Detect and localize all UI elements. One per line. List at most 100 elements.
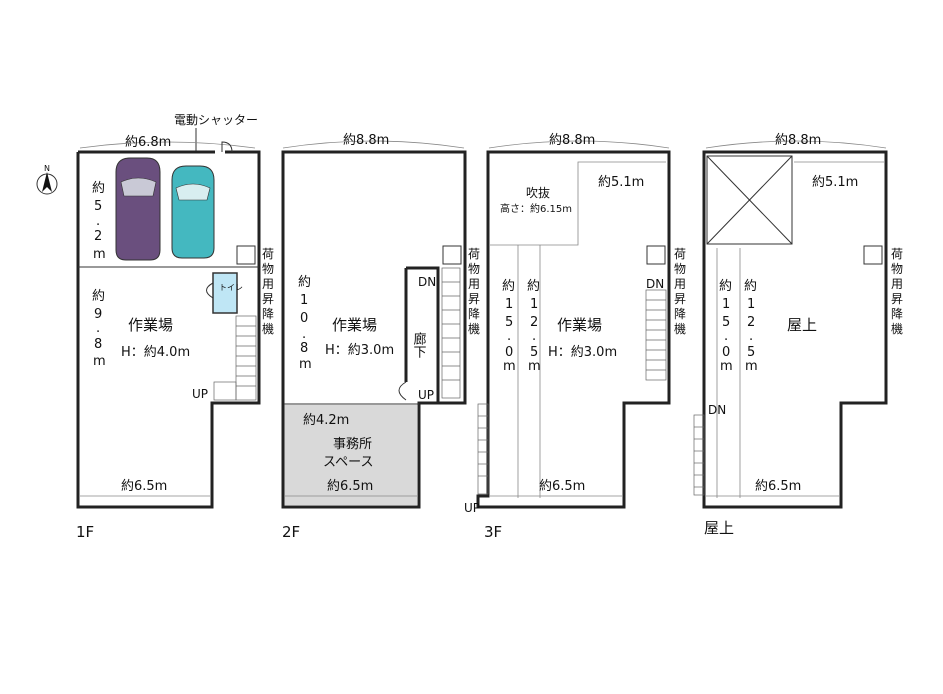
lift-box-1f — [236, 245, 256, 265]
stairs-3f-left — [477, 403, 489, 495]
svg-text:1: 1 — [300, 293, 308, 308]
svg-text:0: 0 — [505, 345, 513, 360]
svg-text:荷: 荷 — [891, 247, 903, 261]
svg-text:機: 機 — [674, 321, 686, 336]
svg-text:.: . — [724, 329, 728, 344]
floor-2f: 約8.8m 廊下 荷 物 用 昇 降 機 — [281, 133, 480, 541]
svg-text:降: 降 — [468, 307, 480, 321]
office-label-2: スペース — [323, 455, 373, 470]
svg-text:1: 1 — [530, 297, 538, 312]
bottom-width-roof: 約6.5m — [755, 479, 801, 494]
walls-2f — [281, 150, 467, 509]
north-compass-icon: N — [36, 164, 58, 195]
office-label-1: 事務所 — [333, 437, 372, 452]
svg-text:2: 2 — [530, 315, 538, 330]
depth-a-3f: 約 1 5 . 0 m — [502, 279, 516, 374]
svg-text:8: 8 — [94, 337, 102, 352]
up-label-2f: UP — [418, 388, 434, 402]
svg-text:用: 用 — [674, 277, 686, 291]
floor-roof: 約8.8m 約5.1m 荷 物 用 昇 降 機 約 1 5 . 0 m 約 — [693, 133, 903, 537]
svg-text:降: 降 — [674, 307, 686, 321]
depth-b-3f: 約 1 2 . 5 m — [527, 279, 541, 374]
car-purple-icon — [115, 157, 161, 261]
svg-text:1: 1 — [505, 297, 513, 312]
void-outline — [490, 161, 666, 246]
svg-text:m: m — [299, 357, 312, 372]
top-width-1f: 約6.8m — [125, 135, 171, 150]
svg-text:約: 約 — [298, 275, 311, 290]
toilet-label: トイレ — [219, 283, 243, 292]
top-width-3f: 約8.8m — [549, 133, 595, 148]
void-label-2: 高さ：約6.15m — [500, 202, 572, 215]
svg-text:機: 機 — [262, 321, 274, 336]
room-name-roof: 屋上 — [787, 316, 817, 334]
svg-text:約: 約 — [92, 181, 105, 196]
svg-text:m: m — [745, 359, 758, 374]
svg-text:.: . — [96, 214, 100, 229]
svg-text:1: 1 — [722, 297, 730, 312]
bottom-width-1f: 約6.5m — [121, 479, 167, 494]
floor-label-roof: 屋上 — [704, 519, 734, 537]
svg-text:機: 機 — [891, 321, 903, 336]
svg-text:用: 用 — [891, 277, 903, 291]
walls-roof — [702, 150, 888, 509]
svg-text:約: 約 — [719, 279, 732, 294]
svg-text:物: 物 — [262, 262, 274, 276]
svg-text:5: 5 — [530, 345, 538, 360]
lift-label-2f: 荷 物 用 昇 降 機 — [468, 247, 480, 336]
dn-label-2f: DN — [418, 275, 436, 289]
svg-text:m: m — [503, 359, 516, 374]
svg-text:荷: 荷 — [674, 247, 686, 261]
void-label-1: 吹抜 — [526, 186, 550, 200]
svg-text:5: 5 — [747, 345, 755, 360]
bottom-width-3f: 約6.5m — [539, 479, 585, 494]
walls-3f — [476, 150, 671, 509]
svg-text:0: 0 — [722, 345, 730, 360]
dn-label-roof: DN — [708, 403, 726, 417]
svg-text:0: 0 — [300, 311, 308, 326]
office-width: 約4.2m — [303, 413, 349, 428]
floor-label-2f: 2F — [282, 523, 300, 541]
lift-box-roof — [863, 245, 883, 265]
svg-text:.: . — [749, 329, 753, 344]
svg-text:m: m — [93, 247, 106, 262]
svg-text:9: 9 — [94, 307, 102, 322]
svg-text:昇: 昇 — [262, 292, 274, 306]
floor-1f: N 電動シャッター 約6.8m 約 5 . 2 m 約 — [36, 113, 274, 541]
floor-label-3f: 3F — [484, 523, 502, 541]
stairs-roof — [693, 414, 705, 496]
svg-text:5: 5 — [722, 315, 730, 330]
room-height-1f: H：約4.0m — [121, 345, 190, 360]
room-name-3f: 作業場 — [557, 316, 602, 334]
lift-label-3f: 荷 物 用 昇 降 機 — [674, 247, 686, 336]
room-height-3f: H：約3.0m — [548, 345, 617, 360]
depth-1f: 約 9 . 8 m — [92, 289, 106, 369]
depth-a-roof: 約 1 5 . 0 m — [719, 279, 733, 374]
room-name-2f: 作業場 — [332, 316, 377, 334]
void-box-roof — [706, 155, 793, 245]
parking-depth-1f: 約 5 . 2 m — [92, 181, 106, 262]
svg-text:.: . — [507, 329, 511, 344]
svg-text:m: m — [93, 354, 106, 369]
office-area — [284, 405, 417, 505]
up-label-3f: UP — [464, 501, 480, 515]
depth-b-roof: 約 1 2 . 5 m — [744, 279, 758, 374]
svg-text:物: 物 — [468, 262, 480, 276]
up-label-1f: UP — [192, 387, 208, 401]
top-width-2f: 約8.8m — [343, 133, 389, 148]
svg-text:.: . — [302, 327, 306, 342]
svg-text:物: 物 — [891, 262, 903, 276]
room-height-2f: H：約3.0m — [325, 343, 394, 358]
svg-text:荷: 荷 — [468, 247, 480, 261]
svg-text:用: 用 — [262, 277, 274, 291]
top-width-roof: 約8.8m — [775, 133, 821, 148]
svg-text:5: 5 — [505, 315, 513, 330]
svg-text:1: 1 — [747, 297, 755, 312]
svg-text:m: m — [528, 359, 541, 374]
room-name-1f: 作業場 — [128, 316, 173, 334]
svg-text:.: . — [96, 321, 100, 336]
svg-text:機: 機 — [468, 321, 480, 336]
svg-text:昇: 昇 — [674, 292, 686, 306]
floor-label-1f: 1F — [76, 523, 94, 541]
